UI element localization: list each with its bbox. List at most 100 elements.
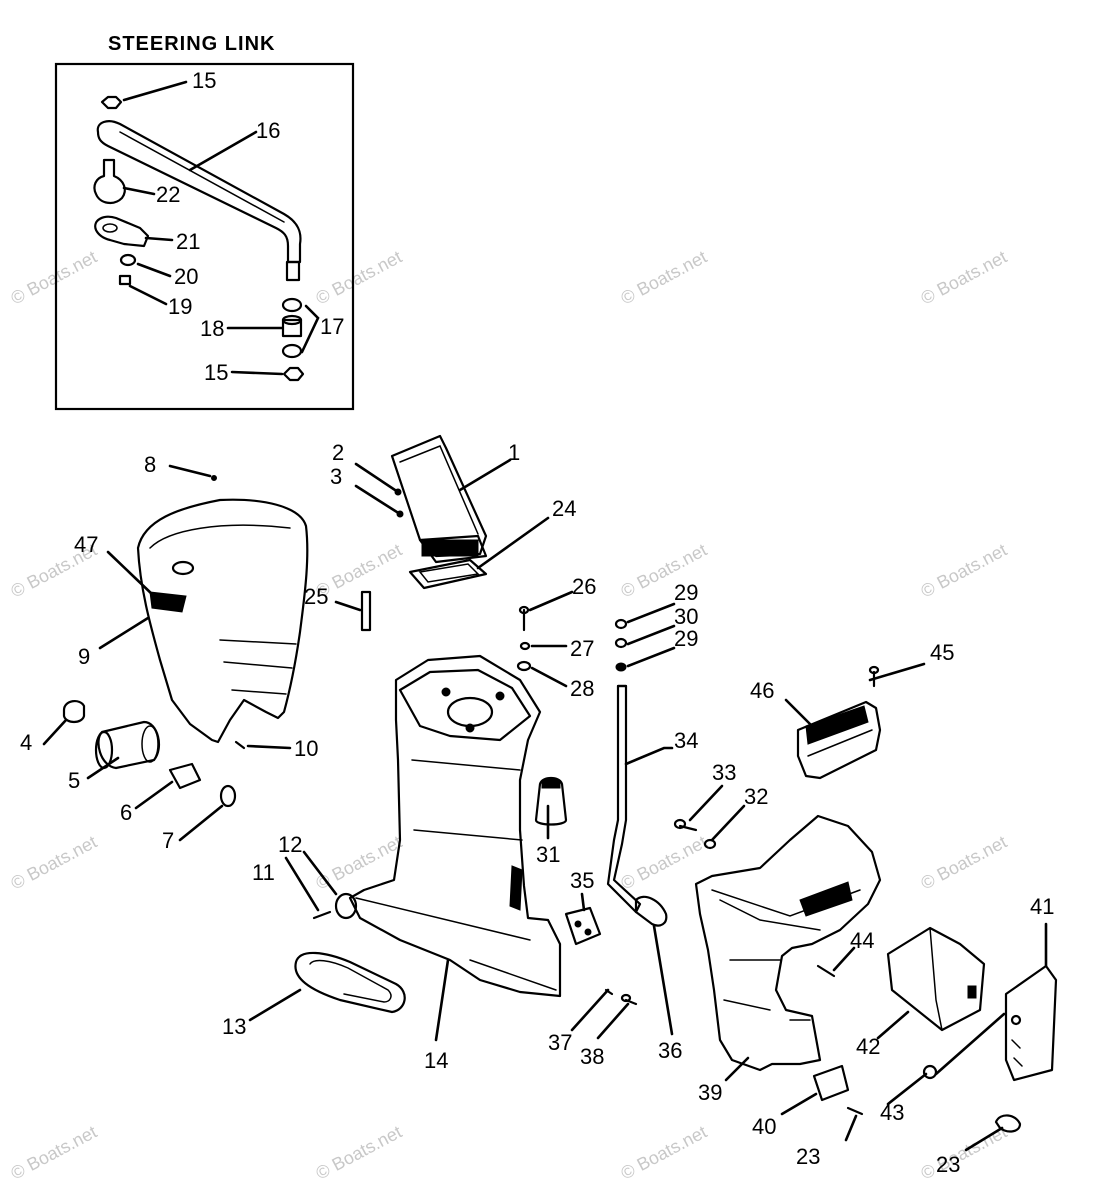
screw-head [620,993,632,1003]
bracket-part [94,215,150,248]
watermark: © Boats.net [917,832,1010,894]
washer-part [119,253,137,267]
watermark: © Boats.net [7,832,100,894]
callout-15: 15 [204,360,228,385]
watermark: © Boats.net [7,247,100,309]
callout-15: 15 [192,68,216,93]
callout-42: 42 [856,1034,880,1059]
pin-part [846,1106,864,1116]
steering-link-arm-edge [119,131,285,223]
callout-10: 10 [294,736,318,761]
watermark: © Boats.net [7,1122,100,1184]
callout-45: 45 [930,640,954,665]
screw-part [234,740,246,750]
callout-41: 41 [1030,894,1054,919]
bushing-part [281,318,303,338]
small-plate-part [812,1064,850,1102]
steering-link-inset: STEERING LINK 15 16 [54,33,355,411]
watermark: © Boats.net [312,832,405,894]
plug-part [334,892,358,920]
watermark: © Boats.net [917,247,1010,309]
callout-31: 31 [536,842,560,867]
callout-29: 29 [674,580,698,605]
shield-part [886,926,986,1032]
pump-plate-part [564,906,602,946]
nut-part [282,366,305,382]
callout-28: 28 [570,676,594,701]
callout-36: 36 [658,1038,682,1063]
leader-line [128,284,168,306]
callout-32: 32 [744,784,768,809]
watermark: © Boats.net [917,540,1010,602]
callout-44: 44 [850,928,874,953]
callout-23: 23 [796,1144,820,1169]
washer-part [614,618,628,630]
nut-part [100,95,123,110]
callout-35: 35 [570,868,594,893]
callout-23: 23 [936,1152,960,1177]
shift-rod-part [606,684,668,927]
clip-part [219,784,237,808]
inset-frame [54,62,355,411]
screw-head [673,818,687,830]
exhaust-plate-part [390,434,488,564]
pin-part [994,1114,1022,1133]
ball-stud-part [93,158,126,204]
mounting-bracket-part [1004,964,1058,1082]
pin-part [360,590,372,632]
watermark: © Boats.net [312,247,405,309]
callout-4: 4 [20,730,32,755]
callout-17: 17 [320,314,344,339]
bumper-part [534,776,568,826]
bushing-top [281,314,303,326]
cover-plate-part [796,700,882,780]
screw-head [518,605,530,615]
leader-line [300,304,320,354]
callout-1: 1 [508,440,520,465]
leader-line [188,130,258,172]
watermark: © Boats.net [312,1122,405,1184]
inset-title: STEERING LINK [108,33,275,55]
callout-39: 39 [698,1080,722,1105]
bracket-hole [102,223,118,233]
leader-line [122,80,188,102]
callout-27: 27 [570,636,594,661]
callout-46: 46 [750,678,774,703]
callout-34: 34 [674,728,698,753]
callout-12: 12 [278,832,302,857]
pump-body-part [94,720,161,770]
lower-housing-part [694,814,882,1072]
callout-38: 38 [580,1044,604,1069]
leader-lines [42,458,1048,1152]
screw-part [816,964,836,978]
grommet-part [614,637,628,649]
callout-11: 11 [252,860,275,885]
gasket-inner [418,563,480,583]
leader-line [136,262,172,278]
callout-37: 37 [548,1030,572,1055]
fitting-part [168,762,202,790]
callout-29: 29 [674,626,698,651]
washer-part [519,641,531,651]
washer-part [516,660,532,672]
callout-24: 24 [552,496,576,521]
leader-line [230,370,284,376]
callout-9: 9 [78,644,90,669]
seal-part [294,951,406,1014]
callout-6: 6 [120,800,132,825]
callout-3: 3 [330,464,342,489]
washer-part [703,838,717,850]
callout-22: 22 [156,182,180,207]
callout-20: 20 [174,264,198,289]
callout-19: 19 [168,294,192,319]
screw-head [868,665,880,675]
leader-line [122,186,156,196]
gasket-part [408,558,488,590]
callout-5: 5 [68,768,80,793]
screw-part [312,910,332,920]
washer-part [281,343,303,359]
watermark: © Boats.net [617,1122,710,1184]
link-stud-part [285,260,301,282]
screw-part [118,274,132,286]
callout-21: 21 [176,229,200,254]
